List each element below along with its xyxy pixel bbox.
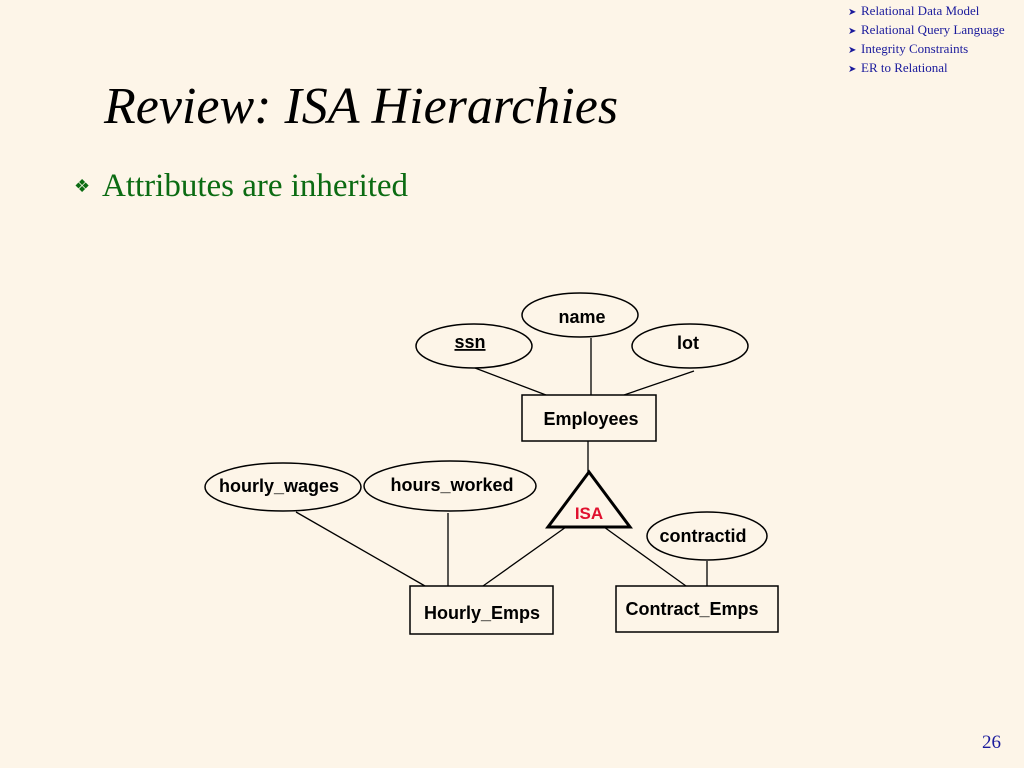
- diamond-bullet-icon: ❖: [74, 176, 91, 196]
- attribute-name-ellipse: [521, 292, 639, 338]
- nav-item-label: Relational Data Model: [861, 3, 980, 18]
- attribute-lot-ellipse: [631, 323, 749, 369]
- nav-item-relational-query-language[interactable]: ➤ Relational Query Language: [848, 21, 1005, 40]
- nav-item-integrity-constraints[interactable]: ➤ Integrity Constraints: [848, 40, 1005, 59]
- entity-employees-label: Employees: [543, 409, 638, 429]
- bullet-item: ❖ Attributes are inherited: [74, 168, 408, 204]
- bullet-text: Attributes are inherited: [102, 168, 409, 204]
- isa-label: ISA: [575, 504, 603, 523]
- arrow-right-icon: ➤: [848, 64, 857, 75]
- entity-contract-emps-label: Contract_Emps: [625, 599, 758, 619]
- isa-triangle: [545, 469, 633, 529]
- arrow-right-icon: ➤: [848, 45, 857, 56]
- nav-item-label: Integrity Constraints: [861, 41, 969, 56]
- attribute-name-label: name: [558, 307, 605, 327]
- attribute-hourly-wages-ellipse: [204, 462, 362, 512]
- entity-employees-box: [521, 394, 657, 442]
- nav-item-label: Relational Query Language: [861, 22, 1005, 37]
- attribute-contractid-label: contractid: [659, 526, 746, 546]
- nav-item-relational-data-model[interactable]: ➤ Relational Data Model: [848, 2, 1005, 21]
- slide-title: Review: ISA Hierarchies: [104, 78, 619, 135]
- link-isa-hourly-emps: [482, 526, 567, 587]
- attribute-hours-worked-label: hours_worked: [390, 475, 513, 495]
- entity-contract-emps-box: [615, 585, 779, 633]
- attribute-hours-worked-ellipse: [363, 460, 537, 512]
- entity-hourly-emps-label: Hourly_Emps: [424, 603, 540, 623]
- page-number: 26: [982, 732, 1001, 753]
- attribute-lot-label: lot: [677, 333, 699, 353]
- arrow-right-icon: ➤: [848, 26, 857, 37]
- attribute-hourly-wages-label: hourly_wages: [219, 476, 339, 496]
- arrow-right-icon: ➤: [848, 7, 857, 18]
- link-ssn-employees: [474, 367, 547, 396]
- attribute-ssn-ellipse: [415, 323, 533, 369]
- entity-hourly-emps-box: [409, 585, 554, 635]
- attribute-contractid-ellipse: [646, 511, 768, 561]
- link-lot-employees: [623, 370, 695, 396]
- nav-item-label: ER to Relational: [861, 60, 948, 75]
- attribute-ssn-label: ssn: [454, 332, 485, 352]
- link-hourly-wages-hourly-emps: [295, 511, 426, 587]
- topic-nav: ➤ Relational Data Model ➤ Relational Query…: [848, 2, 1005, 78]
- nav-item-er-to-relational[interactable]: ➤ ER to Relational: [848, 59, 1005, 78]
- link-isa-contract-emps: [603, 526, 687, 587]
